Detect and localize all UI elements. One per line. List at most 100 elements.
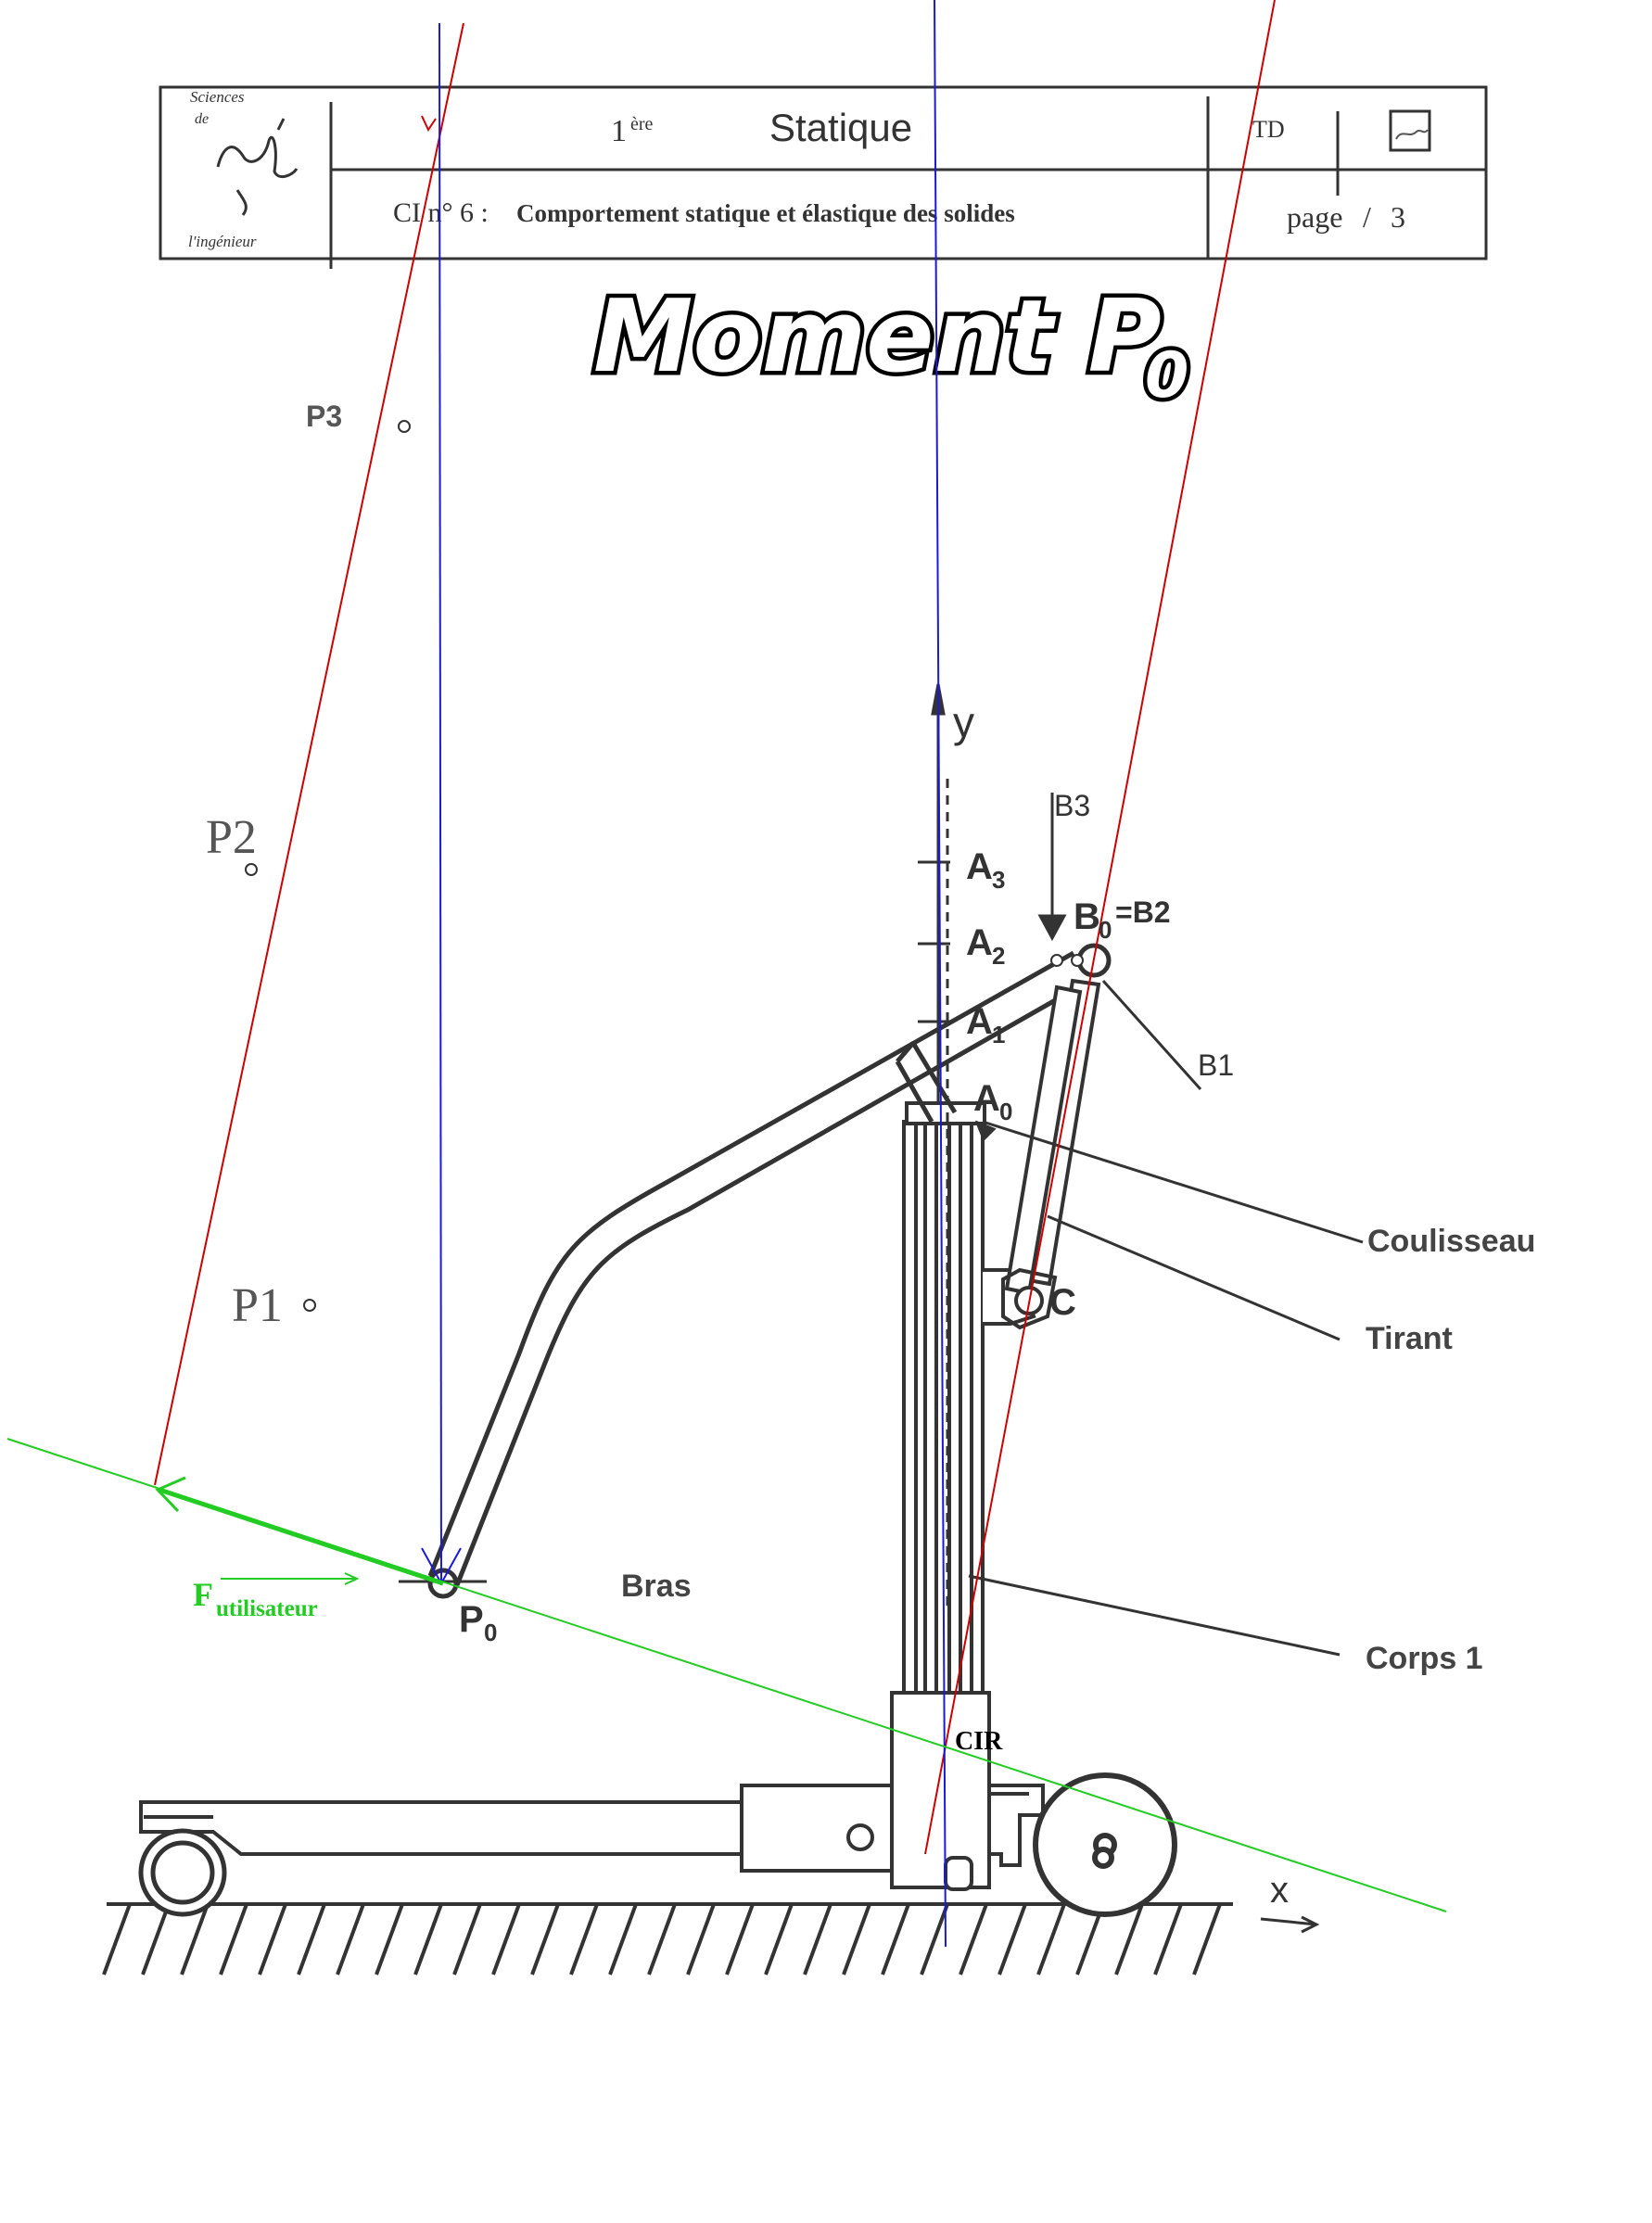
label-A2-sub: 2	[992, 942, 1005, 970]
header-level: 1 ère	[611, 114, 654, 148]
header-page-label: page	[1287, 200, 1342, 234]
leader-lines	[968, 793, 1364, 1657]
label-A0-main: A	[973, 1078, 1000, 1119]
ground-hatch	[336, 1903, 365, 1975]
point-B2	[1071, 954, 1084, 967]
ground-hatch	[375, 1903, 404, 1975]
ground-hatch	[530, 1903, 560, 1975]
label-tirant: Tirant	[1366, 1321, 1453, 1356]
label-force-main: F	[193, 1576, 213, 1613]
red-construction-lines	[154, 0, 1276, 1855]
ground-hatch	[803, 1903, 832, 1975]
ground-hatch	[920, 1903, 949, 1975]
title-sub: 0	[1145, 339, 1188, 413]
header-ci-line: CI n° 6 : Comportement statique et élast…	[393, 197, 1015, 228]
ground-hatch	[452, 1903, 482, 1975]
label-coulisseau: Coulisseau	[1367, 1224, 1535, 1259]
green-force-lines	[6, 1438, 1447, 1912]
header-level-sup: ère	[630, 114, 654, 134]
header-doc-type: TD	[1252, 116, 1285, 143]
logo-signature-mark	[216, 118, 299, 216]
ground-hatch	[725, 1903, 755, 1975]
label-P0-sub: 0	[484, 1619, 497, 1646]
ground-hatch	[569, 1903, 599, 1975]
header-page: page / 3	[1287, 200, 1405, 234]
label-A2: A 2	[966, 922, 1005, 970]
point-P3	[398, 420, 411, 433]
label-B0: B 0 =B2	[1074, 896, 1171, 944]
ground-hatch	[1192, 1903, 1222, 1975]
point-P1	[303, 1299, 316, 1312]
ground-hatch	[258, 1903, 287, 1975]
header-subject: Statique	[769, 106, 912, 149]
label-B3: B3	[1054, 789, 1090, 822]
label-A3-main: A	[966, 846, 993, 887]
label-B1: B1	[1198, 1048, 1234, 1082]
label-x-axis: x	[1270, 1870, 1289, 1911]
base-pivot	[846, 1823, 874, 1851]
front-wheel	[1033, 1772, 1177, 1917]
header-ci-title: Comportement statique et élastique des s…	[516, 199, 1015, 227]
logo: Sciences de l'ingénieur	[188, 88, 299, 250]
ground-hatch	[180, 1903, 210, 1975]
header-cartouche	[159, 85, 1488, 269]
label-A1-sub: 1	[992, 1021, 1005, 1048]
ground-hatch	[998, 1903, 1027, 1975]
ground-hatch	[219, 1903, 248, 1975]
chassis	[139, 1691, 1045, 1891]
page-title: Moment P 0	[590, 275, 1193, 417]
label-P0-main: P	[459, 1599, 484, 1640]
ground-hatch	[764, 1903, 794, 1975]
ground	[102, 1902, 1233, 1975]
header-page-number: 3	[1391, 200, 1405, 234]
label-P0: P 0	[459, 1599, 497, 1646]
header-page-sep: /	[1363, 200, 1371, 234]
ground-hatch	[1153, 1903, 1183, 1975]
logo-top-text: Sciences	[190, 88, 245, 106]
ground-hatch	[686, 1903, 716, 1975]
ground-hatch	[647, 1903, 677, 1975]
label-P2: P2	[206, 811, 257, 864]
label-A3: A 3	[966, 846, 1005, 894]
label-A0: A 0	[973, 1078, 1012, 1125]
label-A1: A 1	[966, 1001, 1005, 1048]
label-P1: P1	[232, 1279, 283, 1332]
point-B3	[1050, 954, 1063, 967]
ground-hatch	[1036, 1903, 1066, 1975]
label-B0-main: B	[1074, 896, 1100, 937]
ground-hatch	[102, 1903, 132, 1975]
ground-hatch	[842, 1903, 871, 1975]
label-y-axis: y	[953, 698, 974, 746]
rear-wheel	[138, 1828, 227, 1917]
header-level-number: 1	[611, 114, 627, 148]
logo-bottom-text: l'ingénieur	[188, 233, 257, 250]
label-B0-eq: =B2	[1115, 896, 1171, 929]
mast	[902, 1101, 1036, 1695]
logo-mid-text: de	[195, 111, 209, 127]
label-cir: CIR	[955, 1727, 1003, 1756]
point-P2	[245, 863, 258, 876]
checkbox-signature-mark	[1395, 129, 1429, 140]
ground-hatch	[491, 1903, 521, 1975]
label-P3: P3	[306, 400, 342, 433]
label-bras: Bras	[621, 1569, 692, 1604]
ground-hatch	[141, 1903, 171, 1975]
label-A0-sub: 0	[999, 1098, 1012, 1125]
ground-hatch	[297, 1903, 326, 1975]
ground-hatch	[608, 1903, 638, 1975]
label-force-sub: utilisateur	[216, 1596, 318, 1621]
arm	[399, 943, 1112, 1599]
point-markers	[245, 420, 1084, 1312]
label-C: C	[1049, 1282, 1076, 1323]
ground-hatch	[881, 1903, 910, 1975]
header-ci-prefix: CI n° 6 :	[393, 197, 489, 228]
label-corps: Corps 1	[1366, 1641, 1483, 1676]
title-main: Moment P	[593, 279, 1162, 395]
x-axis-mark	[1260, 1915, 1320, 1934]
ground-hatch	[959, 1903, 988, 1975]
label-A3-sub: 3	[992, 866, 1005, 894]
label-force-user: F utilisateur	[193, 1576, 318, 1621]
ground-hatch	[413, 1903, 443, 1975]
label-B0-sub: 0	[1099, 916, 1112, 944]
